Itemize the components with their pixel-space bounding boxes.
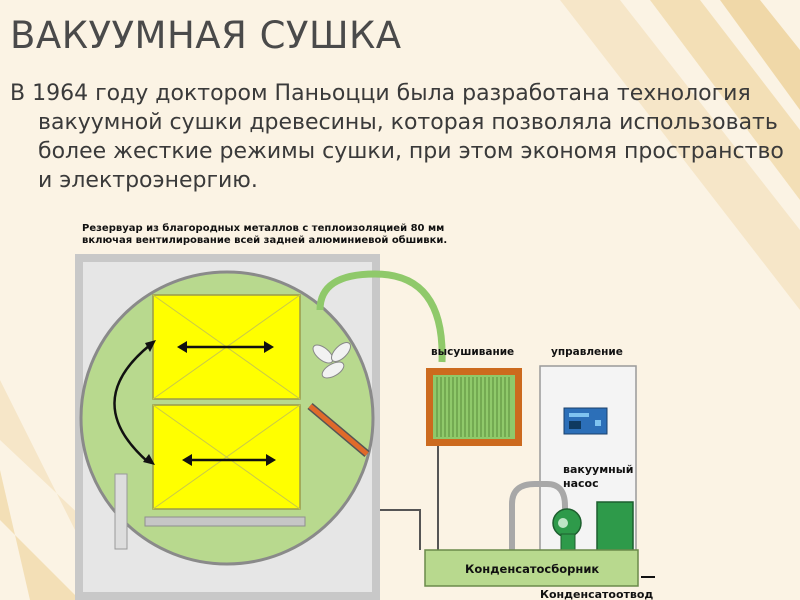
- circulation-arrow: [113, 340, 156, 465]
- condensate-collector-label: Конденсатосборник: [465, 562, 599, 576]
- pump-label-line1: вакуумный: [563, 463, 633, 476]
- vacuum-line: [509, 481, 568, 552]
- drying-label: высушивание: [431, 346, 514, 358]
- heater-core: [308, 404, 369, 456]
- fan-icon: [312, 342, 351, 379]
- tank-caption-line2: включая вентилирование всей задней алюми…: [82, 234, 447, 246]
- rail: [144, 516, 306, 527]
- slide-body-text: В 1964 году доктором Паньоцци была разра…: [10, 81, 784, 193]
- wood-stack-lower: [152, 404, 301, 510]
- condensate-pipe: [380, 509, 421, 550]
- pump-label-line2: насос: [563, 477, 599, 490]
- condensate-drain-label: Конденсатоотвод: [540, 588, 653, 600]
- slide-title: ВАКУУМНАЯ СУШКА: [10, 14, 402, 57]
- tank-caption-line1: Резервуар из благородных металлов с тепл…: [82, 222, 444, 234]
- control-label: управление: [551, 346, 623, 358]
- vapour-pipe: [316, 270, 446, 363]
- condensate-collector: [424, 549, 639, 587]
- vacuum-pump-icon: [552, 501, 634, 553]
- wood-stack-upper: [152, 294, 301, 400]
- vacuum-drying-diagram: Резервуар из благородных металлов с тепл…: [75, 222, 655, 600]
- condenser: [426, 368, 522, 446]
